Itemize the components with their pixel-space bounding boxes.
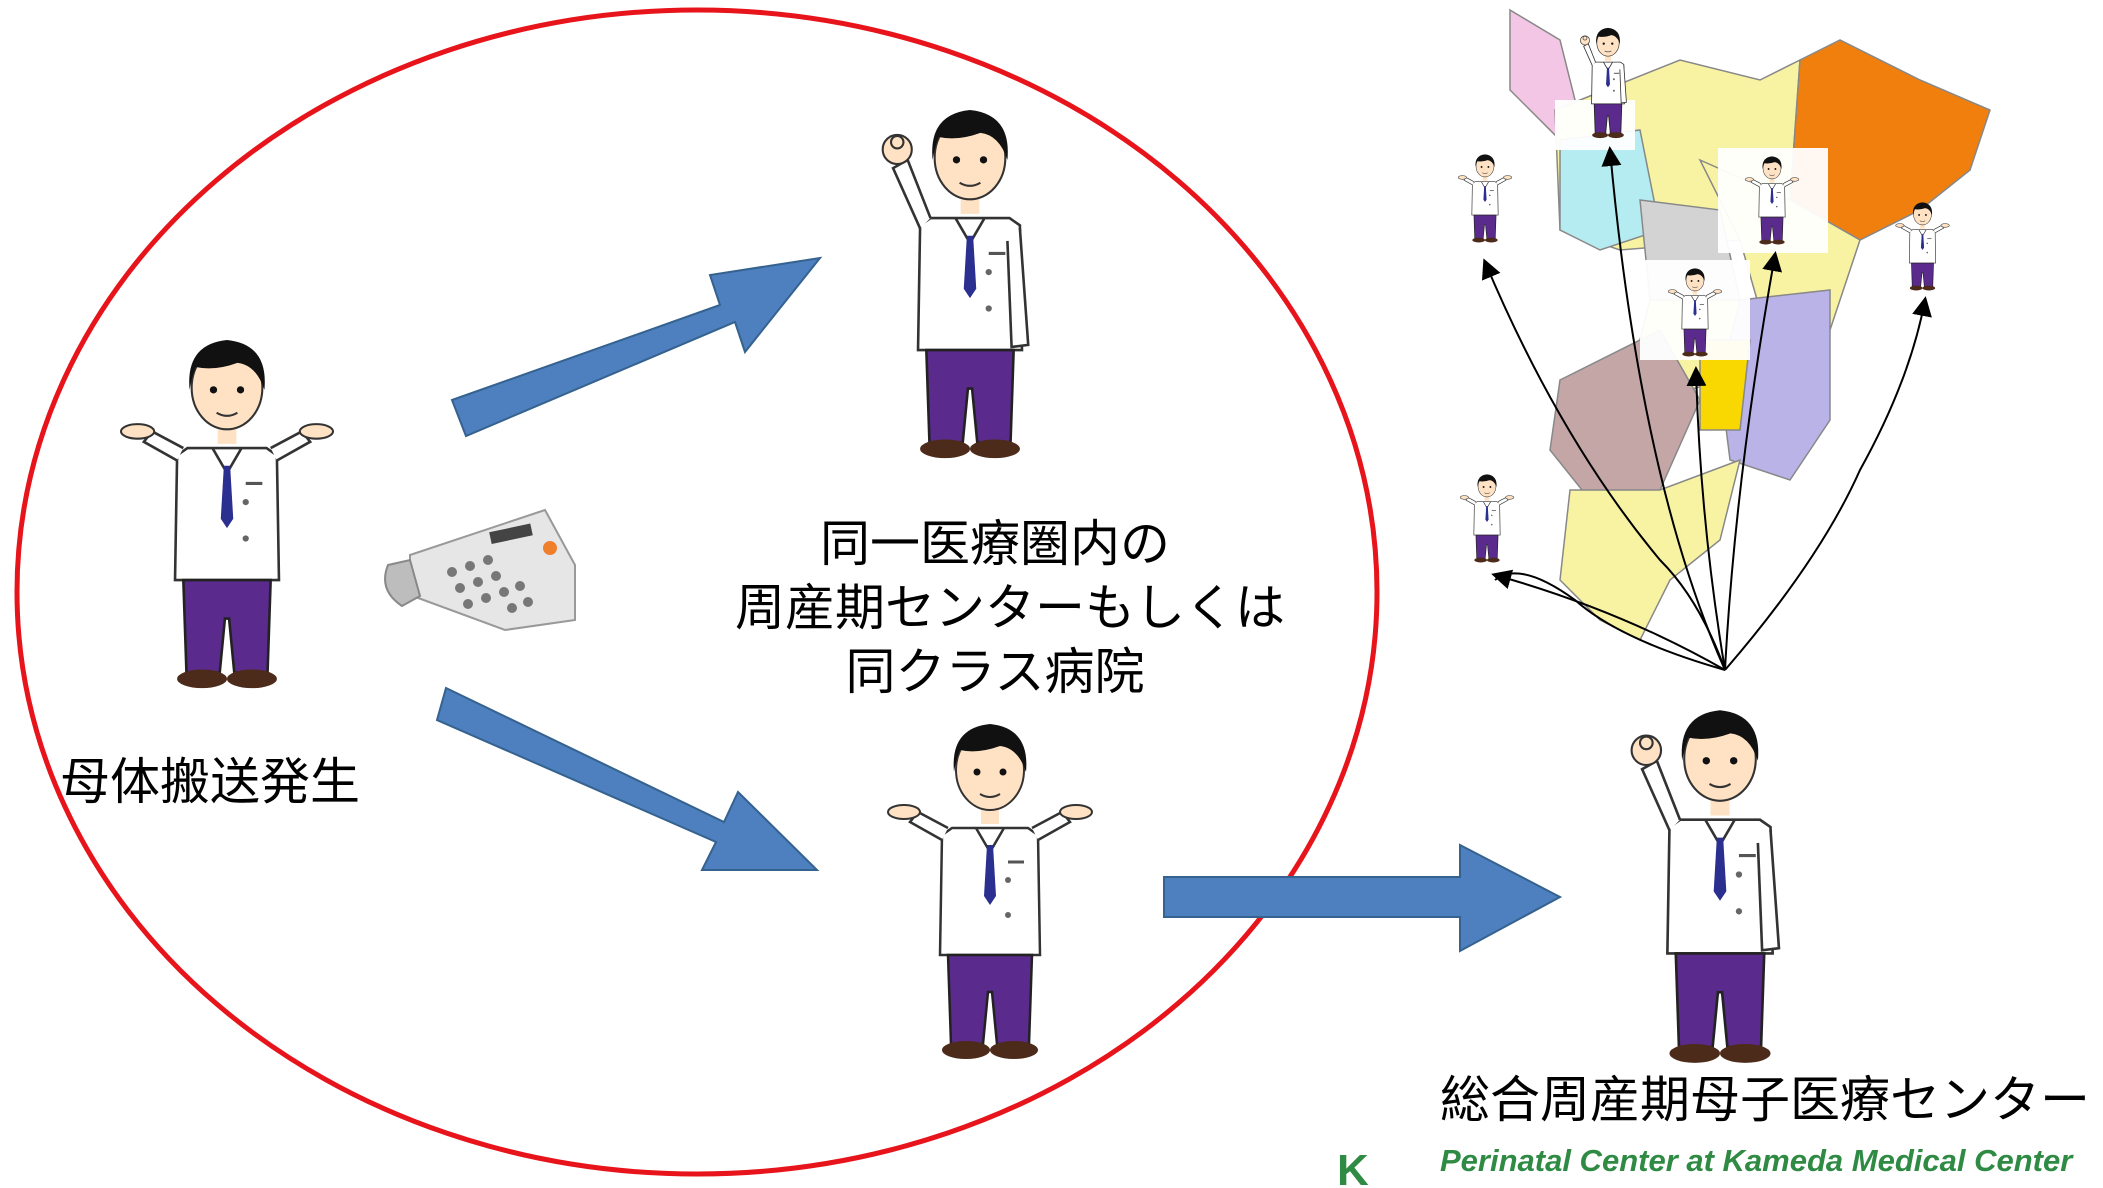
origin-label: 母体搬送発生 bbox=[60, 753, 360, 811]
doctor-local-unsure bbox=[886, 724, 1094, 1059]
doctor-local-ok bbox=[881, 108, 1030, 461]
local-center-label-line-3: 同クラス病院 bbox=[845, 643, 1145, 701]
doctor-origin bbox=[119, 340, 335, 688]
svg-text:K: K bbox=[1337, 1146, 1369, 1188]
general-center-label: 総合周産期母子医療センター bbox=[1440, 1071, 2090, 1129]
telephone-icon bbox=[384, 508, 576, 632]
local-center-label-line-2: 周産期センターもしくは bbox=[735, 579, 1285, 637]
map-connectors bbox=[1481, 146, 1932, 671]
small-doctor-6 bbox=[1459, 473, 1515, 564]
local-center-label: 同一医療圏内の 周産期センターもしくは 同クラス病院 bbox=[735, 512, 1285, 704]
footer-text: Perinatal Center at Kameda Medical Cente… bbox=[1440, 1143, 2073, 1178]
local-center-label-line-1: 同一医療圏内の bbox=[820, 515, 1170, 573]
small-doctor-2 bbox=[1457, 153, 1513, 244]
local-area-ellipse bbox=[14, 7, 1380, 1177]
prefecture-map bbox=[1509, 8, 1991, 642]
kameda-logo: K bbox=[1337, 1146, 1369, 1188]
arrow-up bbox=[450, 256, 823, 438]
doctor-general-center bbox=[1629, 710, 1781, 1063]
arrow-right bbox=[1163, 843, 1563, 953]
arrow-down bbox=[435, 686, 820, 871]
